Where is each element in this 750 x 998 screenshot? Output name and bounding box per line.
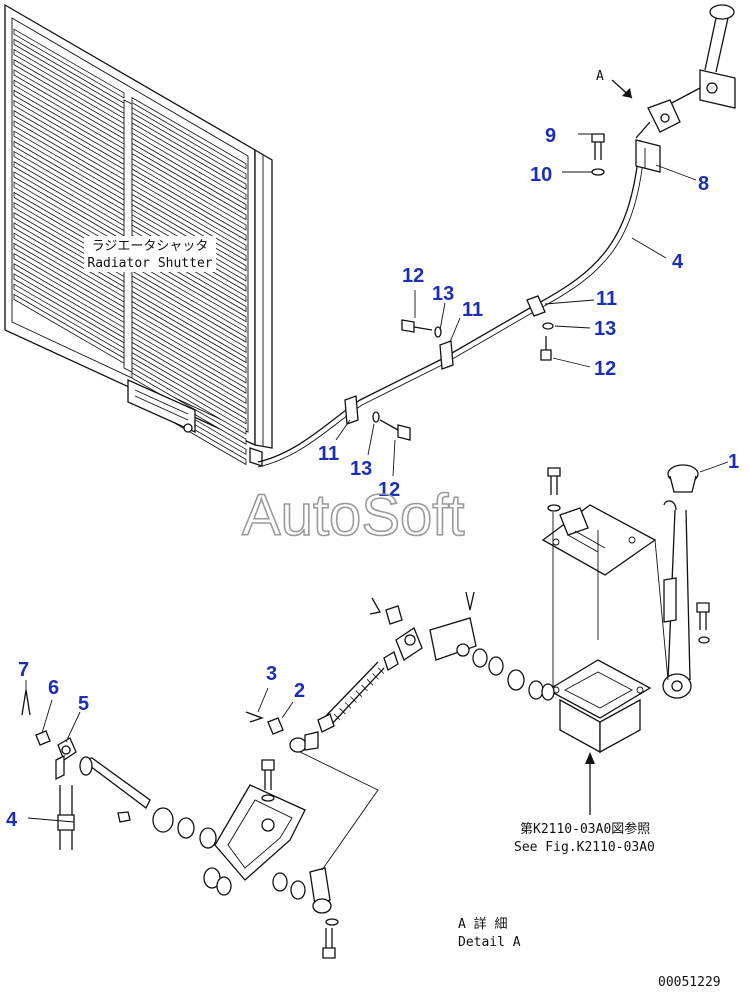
callout-2: 2: [294, 680, 305, 702]
view-a-label: A: [596, 69, 604, 84]
callout-11-left: 11: [318, 443, 339, 465]
callout-12-lower: 12: [378, 479, 400, 501]
louver-blade: [13, 59, 125, 130]
leader-lines: [25, 133, 729, 823]
louver-blade: [131, 168, 247, 241]
louver-blade: [131, 178, 247, 252]
callout-4-upper: 4: [672, 251, 684, 273]
louver-blade: [13, 140, 125, 211]
louver-blade: [131, 341, 247, 415]
louver-blade: [13, 130, 125, 201]
louver-blade: [13, 273, 125, 344]
thread-line: [372, 673, 379, 680]
louver-blade: [131, 137, 247, 211]
louver-blade: [13, 79, 125, 150]
callout-13-upper: 13: [432, 283, 454, 305]
see-fig-label-jp: 第K2110-03A0図参照: [520, 821, 650, 837]
callout-4-lower: 4: [6, 809, 18, 831]
louver-blade: [13, 150, 125, 222]
louver-blade: [131, 280, 247, 354]
drawing-number: 00051229: [658, 975, 721, 990]
louver-blade: [131, 290, 247, 364]
callout-12-upper: 12: [402, 265, 424, 287]
callout-5: 5: [78, 693, 89, 715]
thread-line: [366, 678, 374, 686]
callout-7: 7: [18, 659, 29, 681]
cable-bracket: [635, 139, 661, 173]
thread-line: [344, 702, 352, 709]
louver-blade: [13, 161, 125, 232]
louver-blade: [13, 283, 125, 354]
thread-line: [350, 696, 357, 703]
louver-blade: [131, 300, 247, 374]
callout-3: 3: [266, 663, 277, 685]
louver-blade: [131, 362, 247, 435]
detail-a-label-en: Detail A: [458, 935, 521, 950]
louver-blade: [131, 127, 247, 201]
louver-blade: [131, 331, 247, 405]
louver-blade: [131, 351, 247, 425]
detail-a-label-jp: A 詳 細: [458, 916, 507, 932]
cable-clamp-fasteners: [372, 319, 554, 441]
louver-blade: [131, 147, 247, 221]
callout-12-right: 12: [594, 358, 616, 380]
louver-blade: [13, 232, 125, 303]
louver-blade: [131, 311, 247, 384]
callout-9: 9: [545, 125, 556, 147]
thread-line: [361, 684, 368, 692]
louver-blade: [131, 270, 247, 343]
thread-line: [377, 667, 385, 674]
louver-blade: [131, 107, 247, 180]
callout-11-right: 11: [596, 288, 617, 310]
thread-line: [339, 707, 346, 715]
callout-13-right: 13: [594, 318, 616, 340]
callout-8: 8: [698, 173, 709, 195]
louver-blade: [13, 38, 125, 109]
louver-blade: [131, 96, 247, 170]
callout-10: 10: [530, 164, 552, 186]
louver-blade: [131, 158, 247, 231]
shutter-linkage-bracket: [127, 378, 196, 434]
louver-blade: [13, 293, 125, 364]
louver-blade: [13, 99, 125, 171]
upper-lever-assembly: A: [591, 4, 736, 176]
thread-line: [333, 713, 341, 721]
louver-blade: [13, 89, 125, 160]
callout-numbers: 1 2 3 4 4 5 6 7 8 9 10 11 11 11 12 12 12…: [6, 125, 739, 831]
louver-blade: [13, 28, 125, 99]
callout-6: 6: [48, 677, 59, 699]
rod-threads: [333, 667, 385, 721]
louver-blade: [13, 263, 125, 334]
louver-blade: [131, 321, 247, 394]
louver-blade: [13, 242, 125, 313]
radiator-shutter-label-en: Radiator Shutter: [87, 256, 212, 271]
see-fig-label-en: See Fig.K2110-03A0: [514, 840, 655, 855]
lever-and-bracket-plate: [541, 464, 710, 815]
louver-blade: [131, 117, 247, 190]
watermark: AutoSoft: [242, 483, 464, 548]
callout-13-lower: 13: [350, 458, 372, 480]
louver-blade: [13, 252, 125, 324]
louver-blade: [131, 188, 247, 262]
cable-clamps: [344, 295, 546, 425]
louver-blade: [13, 120, 125, 191]
radiator-shutter: [4, 3, 273, 467]
louver-blade: [13, 48, 125, 120]
louver-blade: [13, 110, 125, 181]
detail-a-linkage: [21, 591, 555, 959]
louver-blade: [13, 69, 125, 140]
radiator-shutter-label-jp: ラジエータシャッタ: [92, 239, 209, 254]
thread-line: [355, 690, 363, 698]
callout-11-middle: 11: [462, 299, 483, 321]
callout-1: 1: [728, 451, 739, 473]
